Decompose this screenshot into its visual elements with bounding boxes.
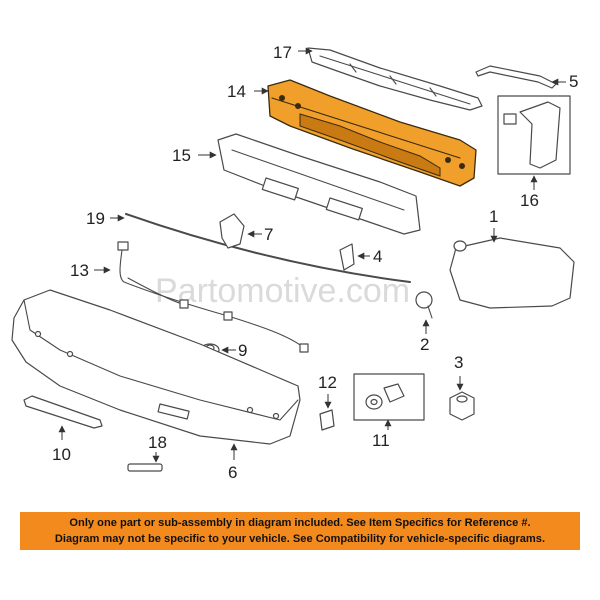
callout-6: 6 [228, 463, 237, 482]
disclaimer-line-2: Diagram may not be specific to your vehi… [54, 533, 546, 545]
part-19-upper-molding [125, 213, 411, 283]
disclaimer-banner: Only one part or sub-assembly in diagram… [20, 512, 580, 550]
part-4-bracket [339, 243, 355, 271]
part-7-clip [219, 213, 245, 249]
callout-13: 13 [70, 261, 89, 280]
callout-12: 12 [318, 373, 337, 392]
callout-2: 2 [420, 335, 429, 354]
part-18-reflector [127, 463, 163, 472]
part-15-energy-absorber [217, 133, 421, 235]
callout-17: 17 [273, 43, 292, 62]
part-12-retainer [319, 409, 335, 431]
callout-10: 10 [52, 445, 71, 464]
callout-14: 14 [227, 82, 246, 101]
part-17-absorber-strip [307, 47, 483, 111]
part-1-side-bracket [449, 237, 575, 309]
callout-16: 16 [520, 191, 539, 210]
callout-19: 19 [86, 209, 105, 228]
watermark-text: Partomotive.com [155, 272, 410, 310]
disclaimer-line-1: Only one part or sub-assembly in diagram… [69, 517, 531, 529]
callout-11: 11 [372, 431, 390, 450]
part-14-impact-bar-highlighted [267, 79, 477, 187]
callout-18: 18 [148, 433, 167, 452]
callout-15: 15 [172, 146, 191, 165]
part-11-grommets-box [353, 373, 425, 421]
part-6-bumper-cover [11, 289, 301, 445]
callout-3: 3 [454, 353, 463, 372]
callout-7: 7 [264, 225, 273, 244]
part-10-lower-molding [23, 395, 103, 429]
part-2-bolt [415, 291, 433, 319]
callout-9: 9 [238, 341, 247, 360]
part-16-bracket-box [497, 95, 571, 175]
part-3-nut [449, 391, 475, 421]
callout-4: 4 [373, 247, 382, 266]
part-5-molding-strip [475, 65, 557, 89]
callout-1: 1 [489, 207, 498, 226]
callout-5: 5 [569, 72, 578, 91]
part-13-wiring-harness [117, 241, 309, 353]
